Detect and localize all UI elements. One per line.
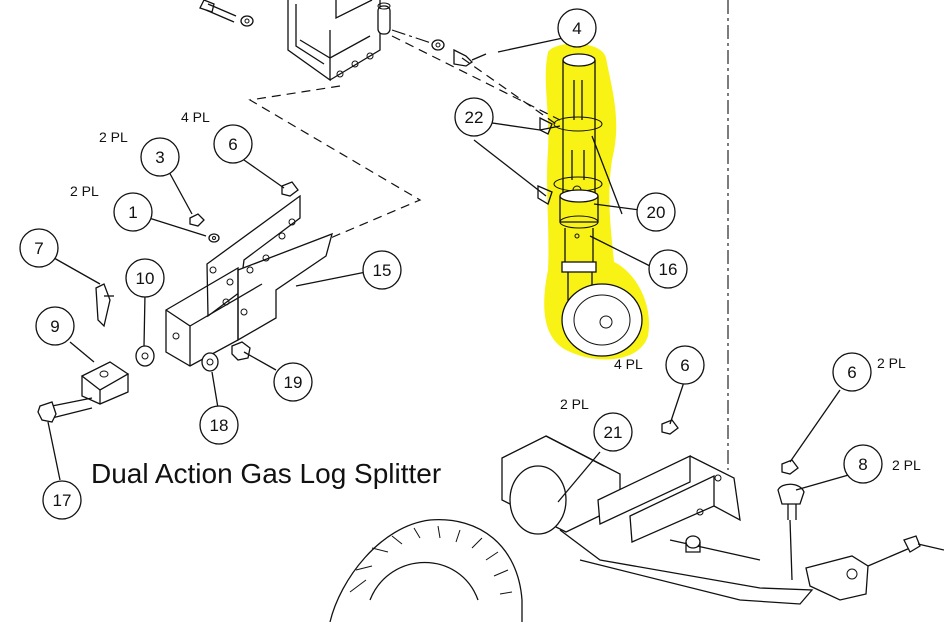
callout-6-left: 6 xyxy=(213,124,253,164)
qty-note: 2 PL xyxy=(892,457,921,473)
pin-22 xyxy=(537,116,553,205)
callout-label: 8 xyxy=(858,455,867,474)
callout-label: 6 xyxy=(847,363,856,382)
callout-label: 7 xyxy=(34,239,43,258)
clamp-9 xyxy=(80,361,130,405)
callout-17: 17 xyxy=(42,480,82,520)
callout-1: 1 xyxy=(113,192,153,232)
quantity-notes: 4 PL 2 PL 2 PL 4 PL 2 PL 2 PL 2 PL xyxy=(70,109,921,473)
callout-20: 20 xyxy=(636,192,676,232)
callout-label: 6 xyxy=(680,356,689,375)
diagram-title: Dual Action Gas Log Splitter xyxy=(91,458,441,489)
jack-highlight xyxy=(544,43,650,360)
callout-9: 9 xyxy=(35,306,75,346)
callout-label: 9 xyxy=(50,317,59,336)
tire xyxy=(329,519,523,623)
top-left-bolt xyxy=(199,0,254,27)
nut-6-right xyxy=(781,459,799,475)
jack-stand xyxy=(553,53,643,357)
callout-label: 18 xyxy=(210,416,229,435)
callout-label: 20 xyxy=(647,203,666,222)
washer-18 xyxy=(201,352,219,372)
callout-label: 1 xyxy=(128,203,137,222)
lynch-pin-7 xyxy=(95,283,114,328)
callout-22: 22 xyxy=(454,97,494,137)
callout-19: 19 xyxy=(273,362,313,402)
bolt-4 xyxy=(431,39,487,67)
axle-frame-21 xyxy=(501,435,814,605)
callouts: 4 22 20 16 3 6 1 15 7 10 9 19 18 17 21 6… xyxy=(19,8,883,520)
callout-10: 10 xyxy=(125,258,165,298)
callout-label: 16 xyxy=(659,260,678,279)
qty-note: 2 PL xyxy=(877,355,906,371)
callout-label: 6 xyxy=(228,135,237,154)
hitch-bracket xyxy=(805,535,944,601)
nut-6-middle xyxy=(661,419,679,435)
top-mount-bracket xyxy=(287,0,391,82)
nut-6-left xyxy=(281,181,299,197)
qty-note: 2 PL xyxy=(560,396,589,412)
bolt-17 xyxy=(37,397,93,423)
callout-label: 22 xyxy=(465,108,484,127)
callout-3: 3 xyxy=(140,137,180,177)
callout-8: 8 xyxy=(843,444,883,484)
callout-16: 16 xyxy=(648,249,688,289)
knob-8 xyxy=(777,483,805,581)
callout-15: 15 xyxy=(362,250,402,290)
callout-4: 4 xyxy=(557,8,597,48)
bolt-3 xyxy=(189,213,205,227)
qty-note: 2 PL xyxy=(99,129,128,145)
washer-1 xyxy=(208,233,220,243)
qty-note: 2 PL xyxy=(70,183,99,199)
callout-label: 3 xyxy=(155,148,164,167)
leader-lines xyxy=(47,37,853,503)
tongue-bracket-15 xyxy=(165,194,333,367)
callout-label: 17 xyxy=(53,491,72,510)
qty-note: 4 PL xyxy=(614,356,643,372)
callout-label: 19 xyxy=(284,373,303,392)
callout-21: 21 xyxy=(593,412,633,452)
washer-10 xyxy=(135,345,155,367)
qty-note: 4 PL xyxy=(181,109,210,125)
callout-6-middle: 6 xyxy=(665,345,705,385)
nut-19 xyxy=(231,341,251,361)
callout-6-right: 6 xyxy=(832,352,872,392)
callout-label: 10 xyxy=(136,269,155,288)
callout-label: 4 xyxy=(572,19,581,38)
callout-label: 21 xyxy=(604,423,623,442)
callout-7: 7 xyxy=(19,228,59,268)
callout-18: 18 xyxy=(199,405,239,445)
callout-label: 15 xyxy=(373,261,392,280)
